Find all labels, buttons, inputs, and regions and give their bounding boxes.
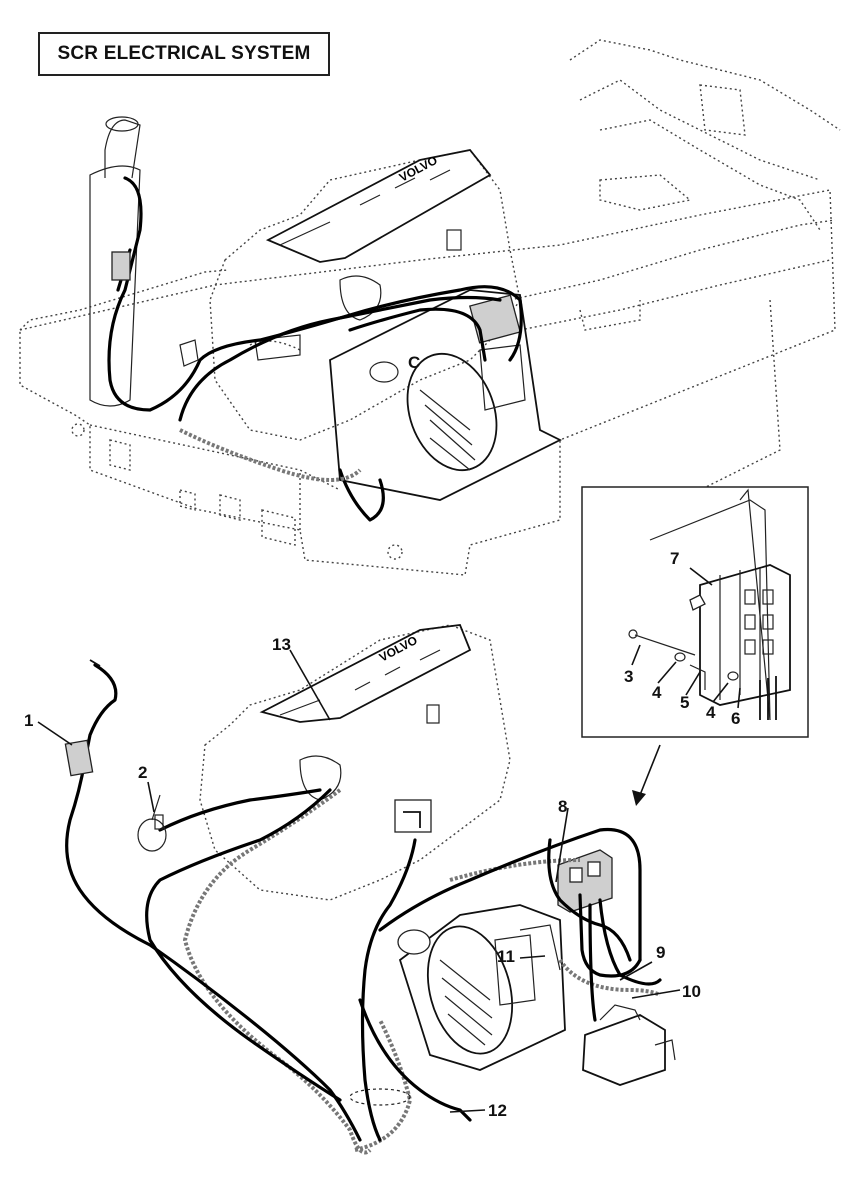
callout-7: 7 [670, 549, 679, 568]
inset-detail-box [581, 486, 809, 738]
inset-arrow [632, 744, 661, 806]
lower-scr-tank [397, 904, 566, 1071]
callout-6: 6 [731, 709, 740, 728]
callout-2: 2 [138, 763, 147, 782]
callout-5: 5 [680, 693, 689, 712]
lower-control-unit [557, 849, 613, 913]
callout-9: 9 [656, 943, 665, 962]
callout-8: 8 [558, 797, 567, 816]
lower-engine: VOLVO [199, 624, 511, 901]
callout-3: 3 [624, 667, 633, 686]
svg-text:C: C [408, 353, 420, 372]
exhaust-stack [89, 116, 141, 407]
lower-leaders [37, 649, 681, 1113]
upper-chassis-frame [19, 39, 841, 576]
lower-harness-trunk [182, 788, 661, 1155]
lower-wires [64, 659, 662, 1142]
upper-engine: VOLVO [209, 149, 521, 441]
lower-pump-unit [582, 1004, 676, 1086]
callout-12: 12 [488, 1101, 507, 1120]
diagram-title: SCR ELECTRICAL SYSTEM [38, 32, 330, 76]
upper-scr-tank: C [329, 289, 563, 501]
callout-4b: 4 [706, 703, 716, 722]
upper-harness [107, 176, 523, 522]
callout-10: 10 [682, 982, 701, 1001]
callout-11: 11 [497, 947, 515, 966]
callout-4a: 4 [652, 683, 662, 702]
callout-1: 1 [24, 711, 33, 730]
callout-13: 13 [272, 635, 291, 654]
callout-labels: 1 2 3 4 5 4 6 7 8 9 10 11 12 13 [24, 549, 740, 1120]
engine-brand-upper: VOLVO [397, 153, 440, 185]
engine-brand-lower: VOLVO [377, 633, 420, 665]
